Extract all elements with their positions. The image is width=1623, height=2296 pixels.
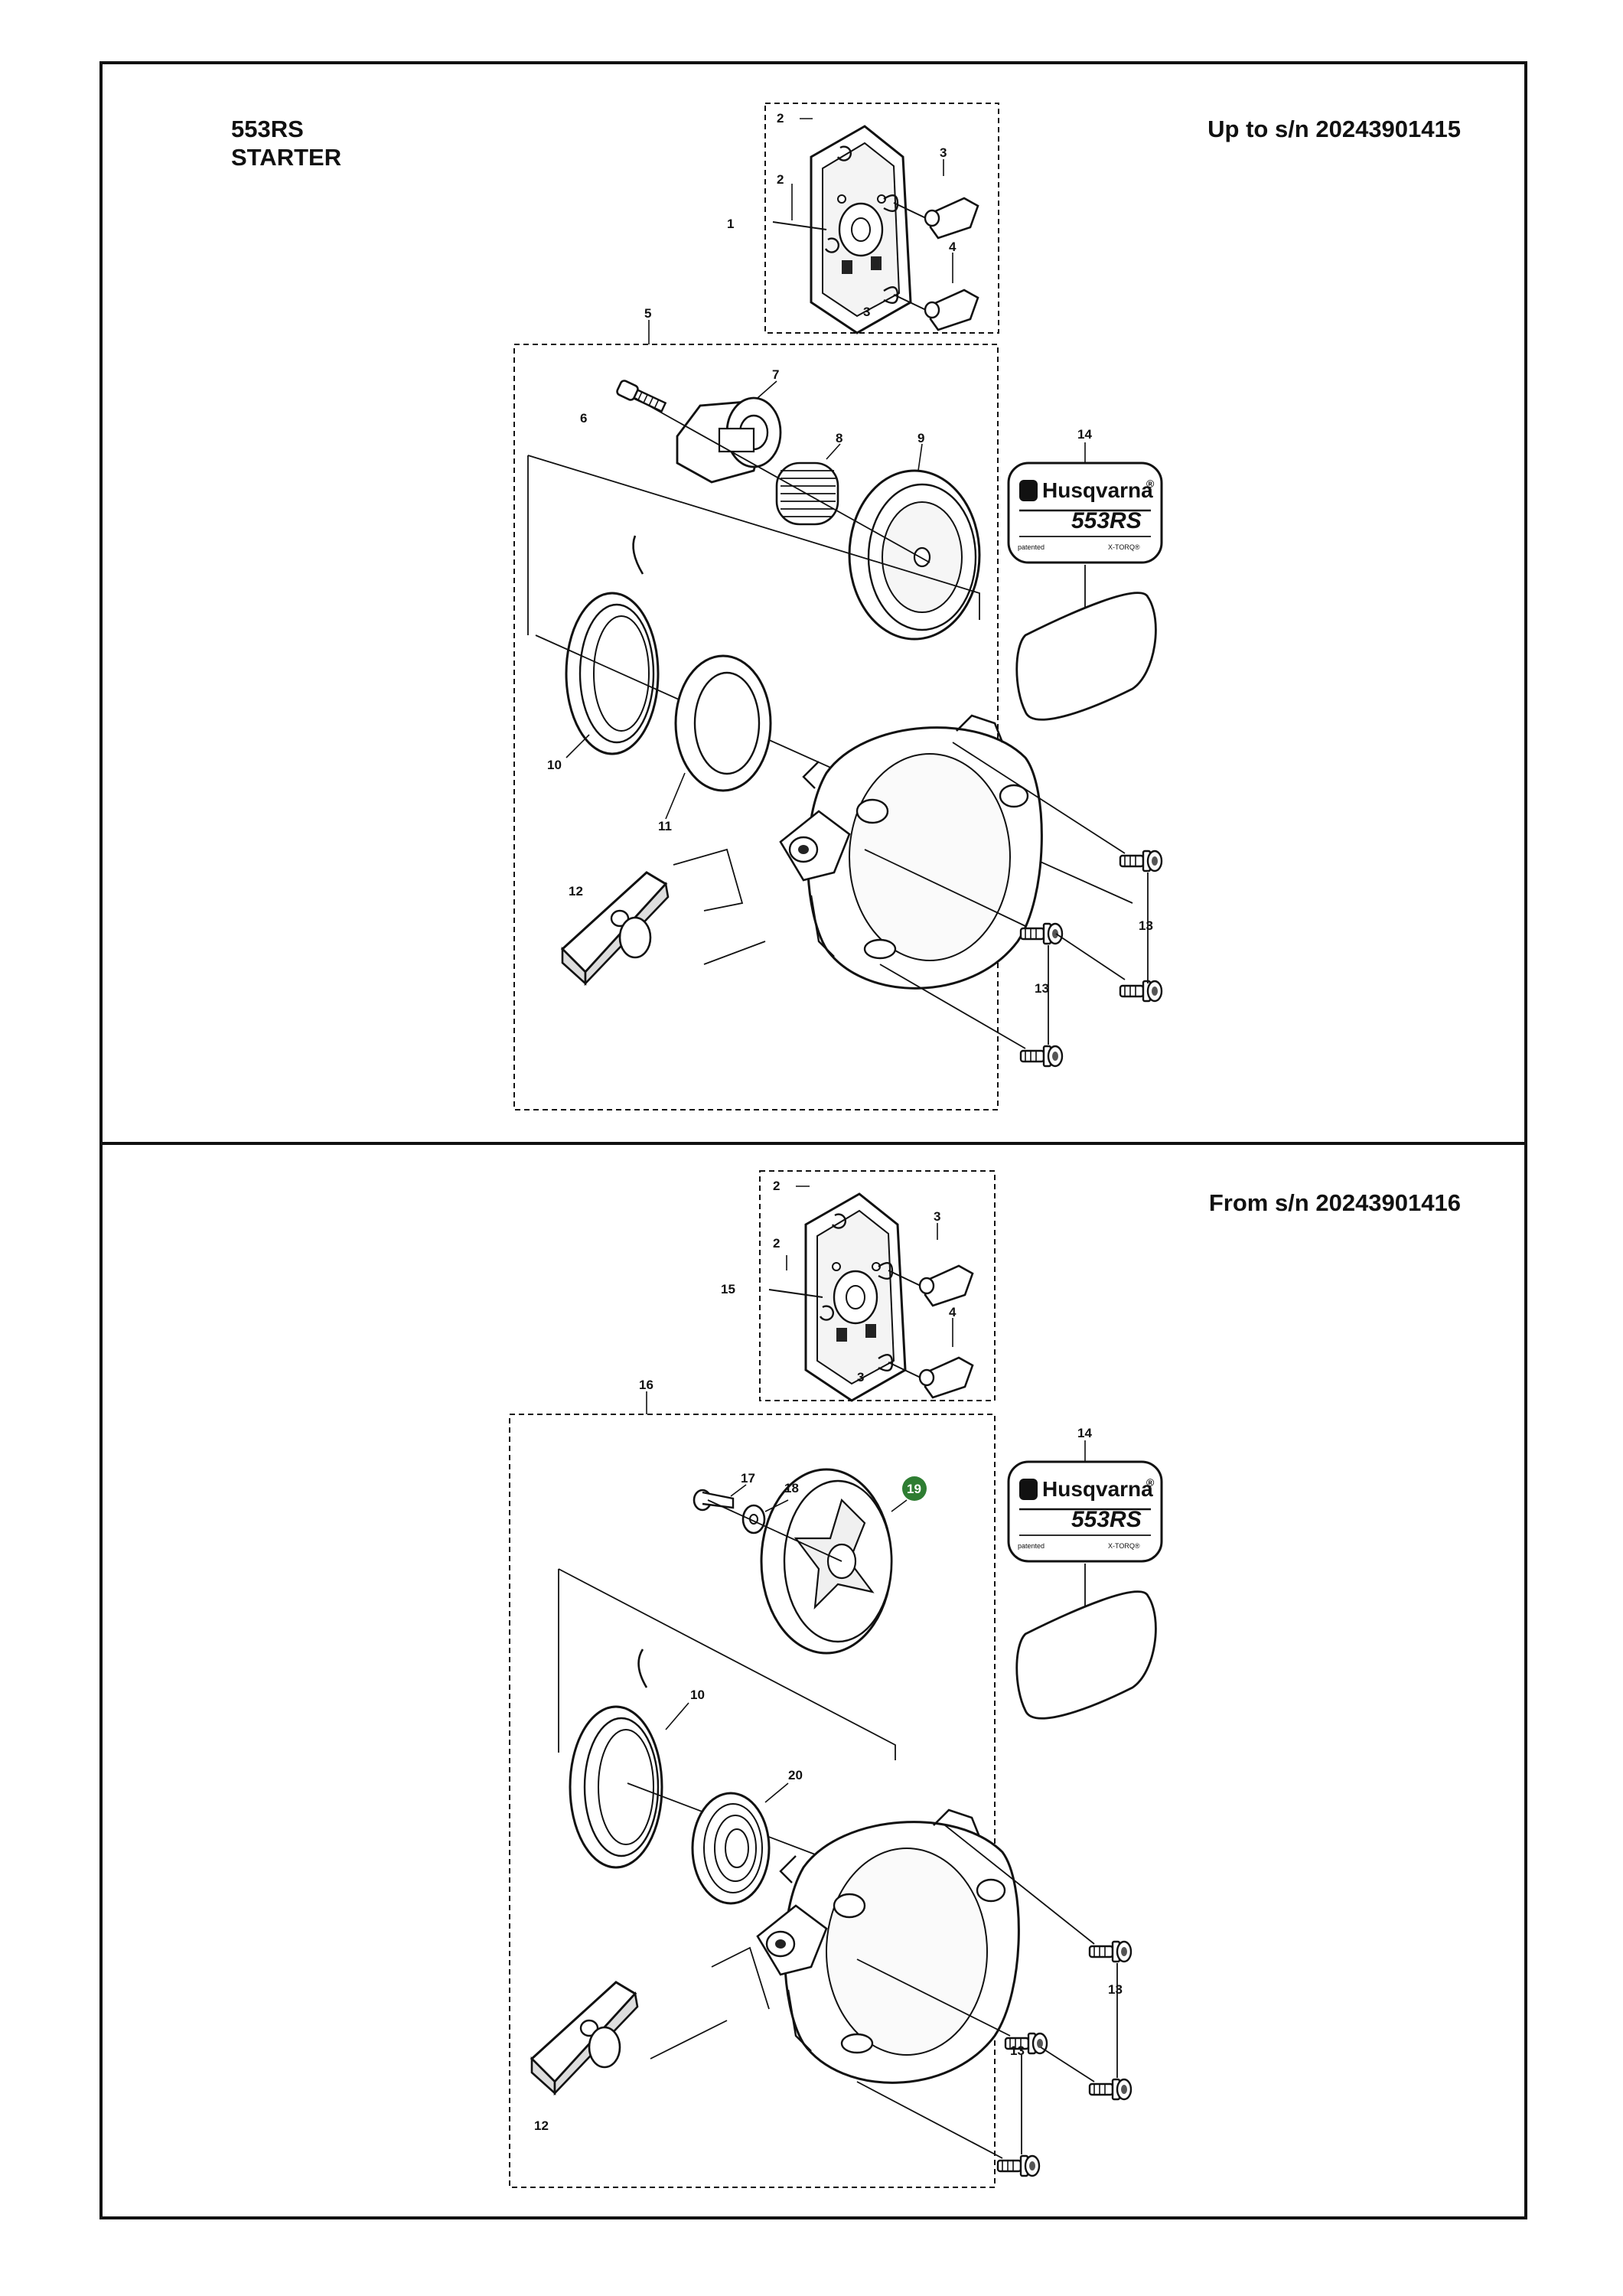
panel-bottom: Husqvarna ® 553RS patented X-TORQ® 2 2 1… <box>509 1170 1163 2188</box>
housing-screw <box>996 2154 1041 2177</box>
decal-xtorq: X-TORQ® <box>1108 1542 1140 1550</box>
callout-3: 3 <box>940 145 947 160</box>
callout-15: 15 <box>721 1282 735 1296</box>
callout-3: 3 <box>934 1209 940 1224</box>
housing-screw <box>1019 922 1064 945</box>
starter-handle <box>530 1981 639 2095</box>
callout-10: 10 <box>547 758 562 772</box>
callout-18: 18 <box>784 1481 799 1495</box>
kit-box-16 <box>509 1414 996 2188</box>
callout-13: 13 <box>1035 981 1049 996</box>
callout-2: 2 <box>777 172 784 187</box>
pulley-hub <box>676 396 782 484</box>
center-screw <box>616 380 667 413</box>
callout-5: 5 <box>644 306 651 321</box>
diagram-frame <box>99 61 1527 2219</box>
pulley-washer <box>741 1504 766 1534</box>
guide-washer <box>674 654 772 792</box>
callout-16: 16 <box>639 1378 653 1392</box>
starter-pawl-carrier <box>804 1192 974 1402</box>
rope-pulley <box>848 469 981 641</box>
callout-2: 2 <box>773 1179 780 1193</box>
serial-note-top: Up to s/n 20243901415 <box>1207 116 1461 142</box>
callout-4: 4 <box>949 1305 957 1319</box>
callout-7: 7 <box>772 367 779 382</box>
starter-rope <box>569 1649 663 1869</box>
section-name: STARTER <box>231 144 342 171</box>
decal-registered: ® <box>1146 1476 1155 1489</box>
callout-3: 3 <box>857 1370 864 1384</box>
callout-19: 19 <box>907 1482 921 1496</box>
panel-top: Husqvarna ® 553RS patented X-TORQ® 2 2 1… <box>513 103 1163 1110</box>
callout-1: 1 <box>727 217 734 231</box>
decal-brand: Husqvarna <box>1042 478 1153 502</box>
callout-9: 9 <box>917 431 924 445</box>
starter-housing <box>779 714 1043 990</box>
decal-model: 553RS <box>1071 508 1142 533</box>
callout-20: 20 <box>788 1768 803 1782</box>
serial-note-bottom: From s/n 20243901416 <box>1208 1189 1461 1216</box>
callout-12: 12 <box>569 884 583 899</box>
callout-2: 2 <box>777 111 784 126</box>
housing-screw <box>1119 850 1163 872</box>
pulley-screw <box>693 1489 735 1512</box>
callout-14: 14 <box>1077 427 1092 442</box>
callout-2: 2 <box>773 1236 780 1251</box>
callout-13: 13 <box>1010 2043 1025 2058</box>
starter-rope <box>565 535 660 755</box>
callout-3: 3 <box>863 305 870 319</box>
kit-box-1 <box>764 103 999 334</box>
highlight-badge <box>902 1476 927 1501</box>
callout-11: 11 <box>658 819 672 833</box>
decal-xtorq: X-TORQ® <box>1108 543 1140 551</box>
housing-screw <box>1088 2078 1133 2101</box>
decal-registered: ® <box>1146 478 1155 490</box>
decal-patented: patented <box>1018 1542 1045 1550</box>
rope-pulley-new <box>760 1468 893 1655</box>
decal-brand: Husqvarna <box>1042 1477 1153 1501</box>
decal-backing <box>1015 1590 1157 1720</box>
callout-4: 4 <box>949 240 957 254</box>
page-title: 553RS <box>231 116 304 142</box>
housing-screw <box>1119 980 1163 1003</box>
housing-screw <box>1088 1940 1133 1963</box>
callout-12: 12 <box>534 2118 549 2133</box>
callout-17: 17 <box>741 1471 755 1486</box>
starter-housing <box>756 1808 1020 2084</box>
callout-6: 6 <box>580 411 587 426</box>
decal-backing <box>1015 592 1157 721</box>
decal-patented: patented <box>1018 543 1045 551</box>
kit-box-15 <box>759 1170 996 1401</box>
callout-8: 8 <box>836 431 842 445</box>
recoil-spring-cassette <box>691 1792 771 1905</box>
callout-13: 13 <box>1108 1982 1123 1997</box>
panel-divider <box>99 1142 1527 1145</box>
callout-10: 10 <box>690 1688 705 1702</box>
starter-pawl-carrier <box>810 125 979 334</box>
decal-model: 553RS <box>1071 1507 1142 1532</box>
kit-box-5 <box>513 344 999 1110</box>
callout-13: 13 <box>1139 918 1153 933</box>
callout-14: 14 <box>1077 1426 1092 1440</box>
housing-screw <box>1019 1045 1064 1068</box>
